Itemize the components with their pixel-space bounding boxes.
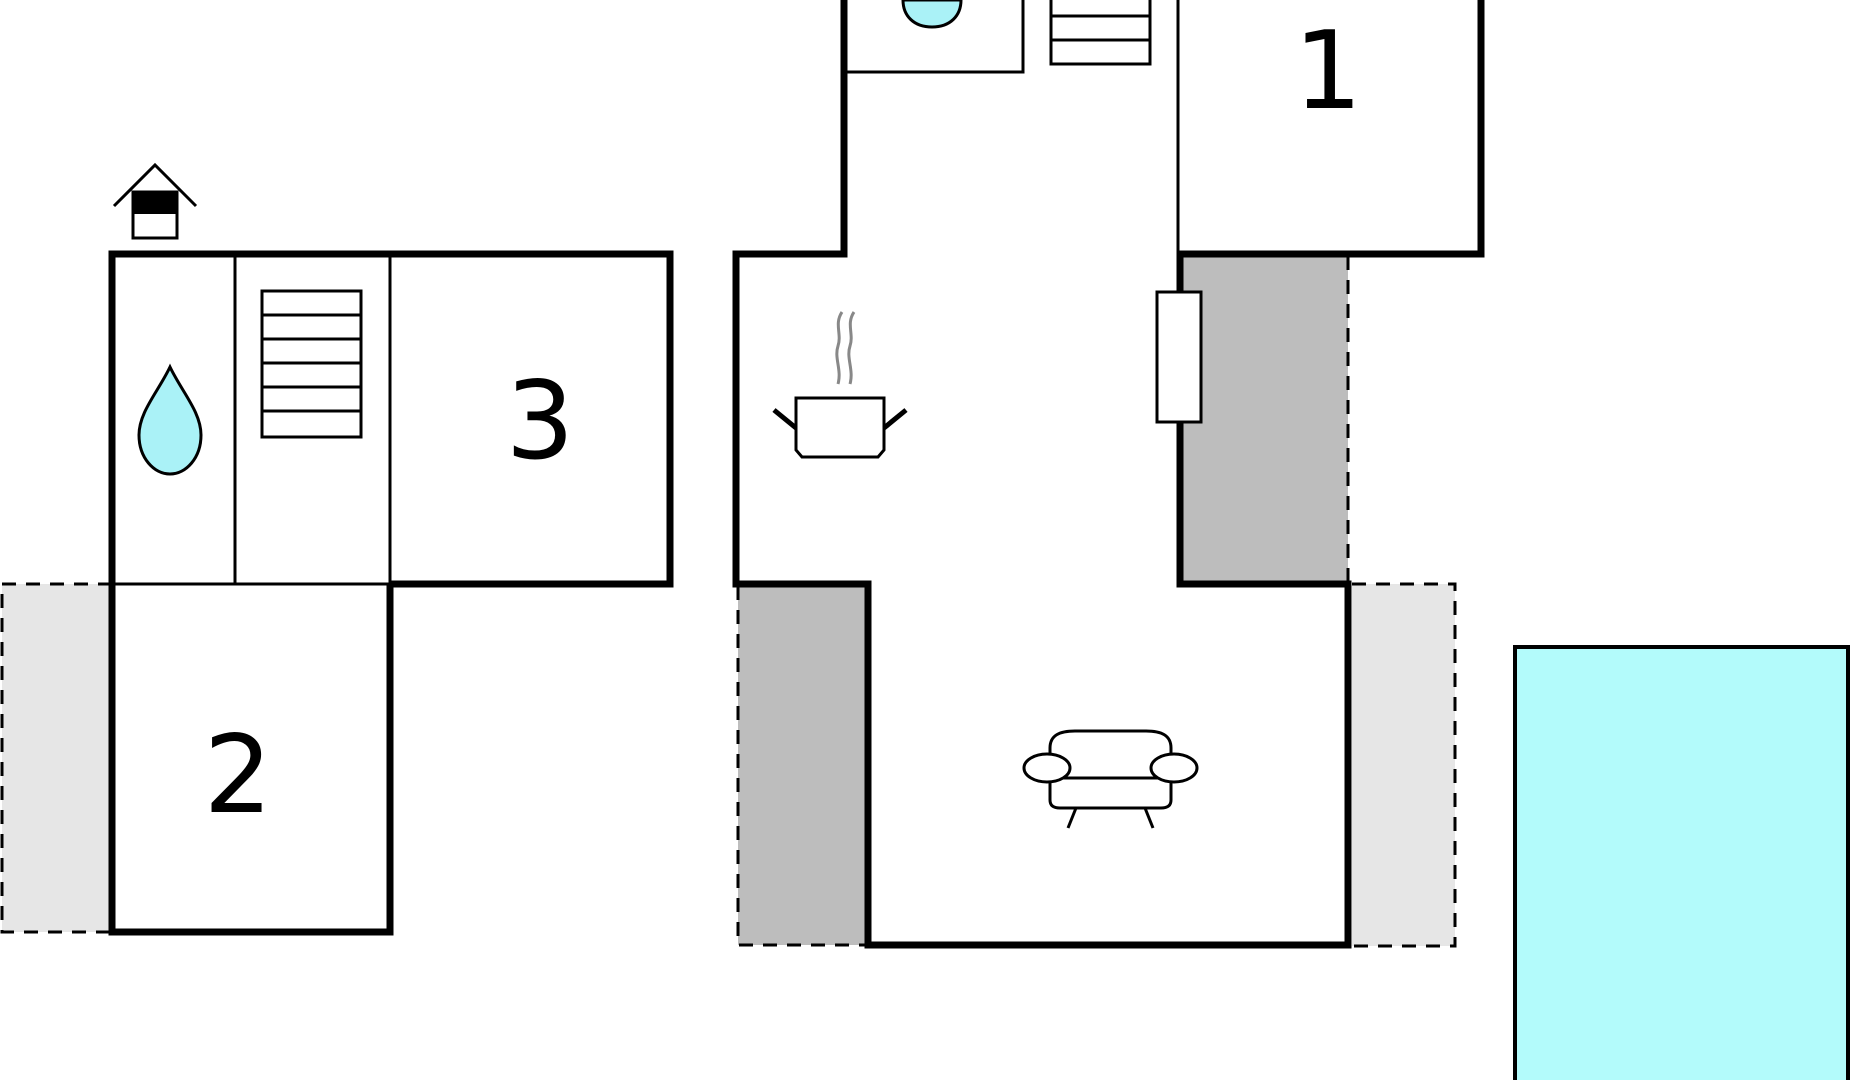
terrace-right [1352,582,1457,948]
water-drop-icon [137,363,203,476]
room-2-label: 2 [204,713,273,838]
covered-terrace-lower [736,586,868,947]
terrace-left [0,582,112,934]
stairs-icon [1049,0,1152,66]
house-entrance-icon [112,162,198,240]
cooking-pot-icon [772,311,908,459]
room-1-label: 1 [1294,9,1363,134]
water-drop-icon [901,0,963,29]
left-building [108,250,674,936]
sofa-icon [1022,729,1199,829]
covered-terrace-upper [1180,256,1350,582]
right-building [732,0,1485,949]
pool [1513,645,1850,1080]
window [1155,290,1203,424]
stairs-icon [260,289,363,439]
room-3-label: 3 [506,359,575,484]
